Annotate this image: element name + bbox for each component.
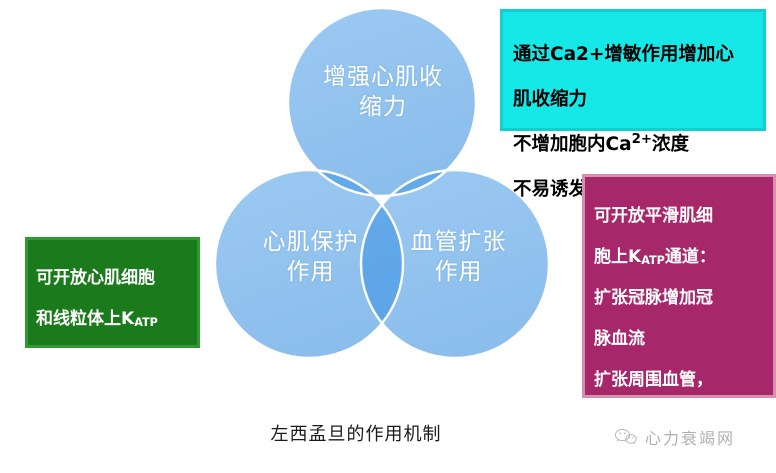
venn-outline-left — [213, 168, 405, 360]
green-line-4: 的心肌保护作用 — [36, 392, 155, 413]
venn-circle-top[interactable] — [288, 8, 476, 196]
wechat-logo-icon — [615, 428, 637, 445]
purple-line-3: 扩张冠脉增加冠 — [594, 287, 713, 308]
venn-outline-right — [359, 168, 551, 360]
callout-box-cyan: 通过Ca2+增敏作用增加心 肌收缩力 不增加胞内Ca2+浓度 不易诱发恶性心律失… — [500, 9, 766, 200]
purple-line-4: 脉血流 — [594, 328, 645, 349]
purple-line-2: 胞上KATP通道： — [594, 247, 716, 268]
figure-caption: 左西孟旦的作用机制 — [0, 420, 776, 446]
cyan-line-2: 肌收缩力 — [513, 88, 588, 110]
purple-line-1: 可开放平滑肌细 — [594, 206, 713, 227]
purple-line-5: 扩张周围血管， — [594, 369, 713, 390]
purple-line-7: 扩张肺动脉降低 — [594, 451, 713, 472]
green-line-3: 通道，具有明显 — [36, 350, 155, 371]
cyan-line-1: 通过Ca2+增敏作用增加心 — [513, 43, 734, 65]
watermark: 心力衰竭网 — [614, 425, 735, 449]
callout-box-green: 可开放心肌细胞 和线粒体上KATP 通道，具有明显 的心肌保护作用 — [25, 237, 200, 412]
venn-diagram — [213, 6, 551, 360]
watermark-text: 心力衰竭网 — [645, 429, 736, 448]
venn-circle-left[interactable] — [215, 170, 403, 358]
green-line-2: 和线粒体上KATP — [36, 309, 158, 330]
callout-box-purple: 可开放平滑肌细 胞上KATP通道： 扩张冠脉增加冠 脉血流 扩张周围血管， 降低… — [582, 174, 776, 471]
green-line-1: 可开放心肌细胞 — [36, 267, 155, 288]
figure-caption-text: 左西孟旦的作用机制 — [270, 424, 442, 445]
venn-outline-top — [286, 6, 478, 198]
cyan-line-3: 不增加胞内Ca2+浓度 — [513, 131, 689, 155]
venn-circle-right[interactable] — [361, 170, 549, 358]
purple-line-6: 降低外周阻力 — [594, 410, 696, 431]
